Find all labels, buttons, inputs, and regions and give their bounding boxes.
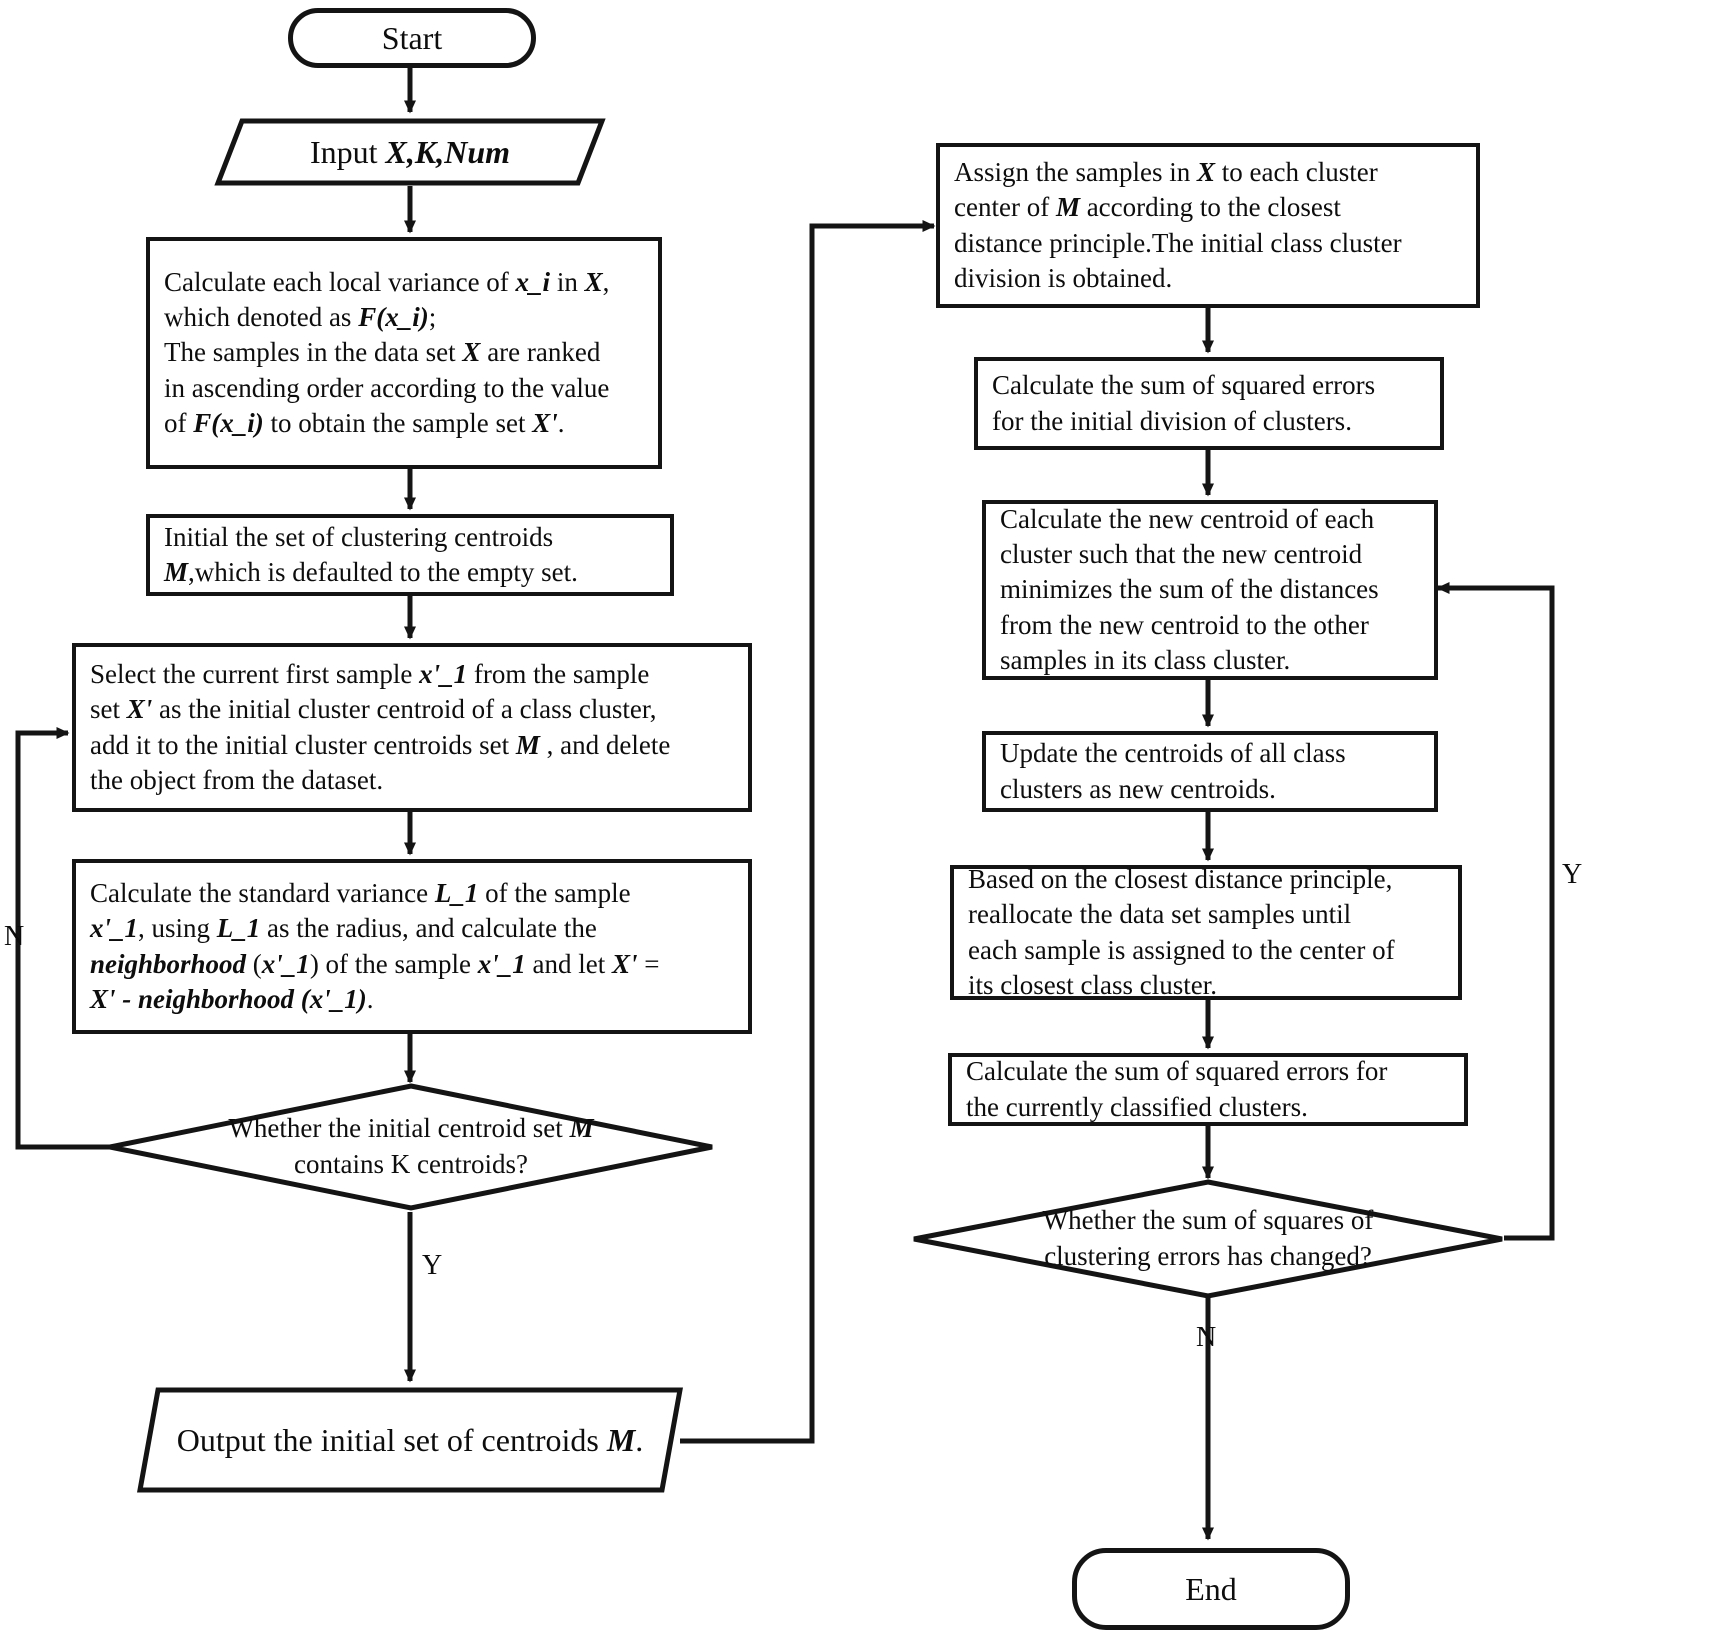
node-sse-current[interactable]: Calculate the sum of squared errors for …: [948, 1053, 1468, 1126]
node-calc-std-variance-text: Calculate the standard variance L_1 of t…: [90, 878, 660, 1014]
node-end[interactable]: End: [1072, 1548, 1350, 1630]
node-decision-k-text: Whether the initial centroid set M conta…: [228, 1113, 594, 1179]
node-new-centroid[interactable]: Calculate the new centroid of each clust…: [982, 500, 1438, 680]
node-calc-variance[interactable]: Calculate each local variance of x_i in …: [146, 237, 662, 469]
node-decision-sse-text: Whether the sum of squares of clustering…: [1042, 1205, 1374, 1271]
edge-label-decision-sse-yes: Y: [1562, 859, 1583, 890]
node-update-centroids[interactable]: Update the centroids of all class cluste…: [982, 731, 1438, 812]
edge-label-decision-sse-no: N: [1196, 1322, 1217, 1353]
node-reallocate-text: Based on the closest distance principle,…: [968, 864, 1395, 1000]
node-select-sample-text: Select the current first sample x'_1 fro…: [90, 659, 671, 795]
parallelogram-shape-output: [137, 1387, 683, 1493]
edge-label-decision-k-no: N: [4, 921, 25, 952]
node-init-centroids-text: Initial the set of clustering centroids …: [164, 521, 578, 587]
node-new-centroid-text: Calculate the new centroid of each clust…: [1000, 504, 1379, 675]
node-input[interactable]: Input X,K,Num: [214, 117, 606, 187]
node-sse-initial[interactable]: Calculate the sum of squared errors for …: [974, 357, 1444, 450]
node-output-centroids[interactable]: Output the initial set of centroids M.: [136, 1386, 684, 1494]
node-reallocate[interactable]: Based on the closest distance principle,…: [950, 864, 1462, 1000]
node-end-label: End: [1185, 1570, 1237, 1607]
node-assign-samples[interactable]: Assign the samples in X to each cluster …: [936, 143, 1480, 308]
edge-output-to-assign: [680, 220, 936, 1444]
node-output-centroids-label: Output the initial set of centroids M.: [176, 1421, 644, 1458]
parallelogram-shape-input: [214, 118, 606, 186]
edge-label-decision-k-yes: Y: [422, 1250, 443, 1281]
diamond-shape-sse: [913, 1179, 1503, 1299]
node-start-label: Start: [381, 19, 443, 56]
node-input-label: Input X,K,Num: [309, 133, 511, 170]
node-update-centroids-text: Update the centroids of all class cluste…: [1000, 738, 1346, 804]
node-calc-std-variance[interactable]: Calculate the standard variance L_1 of t…: [72, 859, 752, 1034]
node-decision-k[interactable]: Whether the initial centroid set M conta…: [106, 1082, 716, 1212]
node-sse-current-text: Calculate the sum of squared errors for …: [966, 1056, 1388, 1122]
node-calc-variance-text: Calculate each local variance of x_i in …: [164, 267, 610, 438]
node-select-sample[interactable]: Select the current first sample x'_1 fro…: [72, 643, 752, 812]
node-init-centroids[interactable]: Initial the set of clustering centroids …: [146, 514, 674, 596]
diamond-shape-k: [109, 1083, 713, 1211]
node-start[interactable]: Start: [288, 8, 536, 68]
node-assign-samples-text: Assign the samples in X to each cluster …: [954, 157, 1402, 293]
node-sse-initial-text: Calculate the sum of squared errors for …: [992, 370, 1376, 436]
node-decision-sse[interactable]: Whether the sum of squares of clustering…: [910, 1178, 1506, 1300]
